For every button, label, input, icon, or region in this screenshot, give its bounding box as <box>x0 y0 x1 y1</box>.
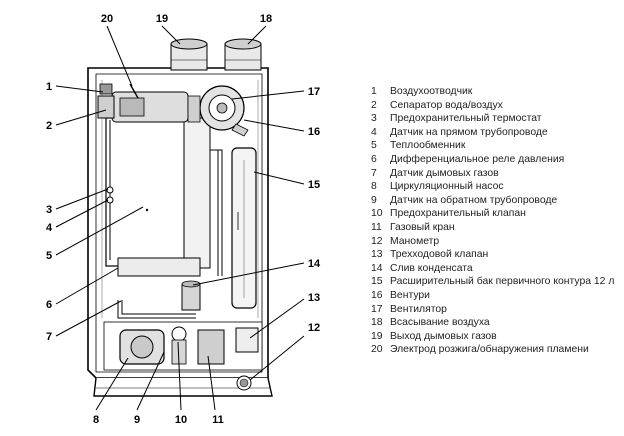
legend-number: 9 <box>371 194 377 206</box>
legend-text: Манометр <box>390 235 440 247</box>
callout-11: 11 <box>212 414 224 426</box>
legend-item: 6 Дифференциальное реле давления <box>371 153 621 167</box>
legend-number: 3 <box>371 113 377 125</box>
legend-item: 13 Трехходовой клапан <box>371 248 621 262</box>
legend-text: Циркуляционный насос <box>390 181 504 193</box>
legend-number: 15 <box>371 276 383 288</box>
legend-number: 1 <box>371 86 377 97</box>
legend-item: 16 Вентури <box>371 289 621 303</box>
legend-number: 12 <box>371 235 383 247</box>
legend-item: 14 Слив конденсата <box>371 262 621 276</box>
legend-item: 3 Предохранительный термостат <box>371 112 621 126</box>
legend-number: 20 <box>371 344 383 356</box>
condensate-drain <box>181 280 201 311</box>
legend-text: Предохранительный термостат <box>390 113 542 125</box>
legend-item: 15 Расширительный бак первичного контура … <box>371 275 621 289</box>
callout-4: 4 <box>46 222 53 234</box>
callout-19: 19 <box>156 13 168 25</box>
callout-18: 18 <box>260 13 272 25</box>
burner-assembly <box>97 83 189 123</box>
legend-number: 17 <box>371 303 383 315</box>
legend-item: 2 Сепаратор вода/воздух <box>371 99 621 113</box>
legend-item: 5 Теплообменник <box>371 139 621 153</box>
legend-number: 5 <box>371 140 377 152</box>
legend-text: Выход дымовых газов <box>390 330 497 342</box>
legend-number: 8 <box>371 181 377 193</box>
legend-number: 19 <box>371 330 383 342</box>
legend-text: Трехходовой клапан <box>390 249 489 261</box>
legend-text: Слив конденсата <box>390 262 473 274</box>
callout-10: 10 <box>175 414 187 426</box>
legend-text: Газовый кран <box>390 221 455 233</box>
legend-text: Сепаратор вода/воздух <box>390 99 503 111</box>
legend-number: 13 <box>371 249 383 261</box>
expansion-vessel <box>231 147 257 309</box>
legend-item: 17 Вентилятор <box>371 303 621 317</box>
callout-1: 1 <box>46 81 52 93</box>
legend-text: Вентилятор <box>390 303 447 315</box>
legend-text: Датчик дымовых газов <box>390 167 499 179</box>
legend-item: 10 Предохранительный клапан <box>371 207 621 221</box>
legend-text: Электрод розжига/обнаружения пламени <box>390 344 589 356</box>
callout-5: 5 <box>46 250 52 262</box>
callout-3: 3 <box>46 204 52 216</box>
air-intake <box>224 38 262 71</box>
callout-15: 15 <box>308 179 320 191</box>
heat-exchanger <box>105 111 211 269</box>
legend-item: 11 Газовый кран <box>371 221 621 235</box>
callout-6: 6 <box>46 299 52 311</box>
legend-number: 4 <box>371 126 377 138</box>
legend-item: 1 Воздухоотводчик <box>371 85 621 99</box>
legend-text: Датчик на прямом трубопроводе <box>390 126 548 138</box>
legend-text: Воздухоотводчик <box>390 86 473 97</box>
legend-text: Расширительный бак первичного контура 12… <box>390 276 615 288</box>
legend-number: 6 <box>371 153 377 165</box>
legend-number: 11 <box>371 221 382 233</box>
legend-item: 9 Датчик на обратном трубопроводе <box>371 194 621 208</box>
legend-item: 12 Манометр <box>371 235 621 249</box>
legend-number: 14 <box>371 262 383 274</box>
callout-9: 9 <box>134 414 140 426</box>
legend-item: 20 Электрод розжига/обнаружения пламени <box>371 343 621 357</box>
legend-text: Всасывание воздуха <box>390 317 490 329</box>
callouts: 1 2 3 4 5 6 7 8 9 10 11 12 13 14 15 16 1… <box>46 13 321 426</box>
legend-text: Вентури <box>390 289 430 301</box>
callout-17: 17 <box>308 86 320 98</box>
leader-lines <box>55 25 305 411</box>
callout-2: 2 <box>46 120 52 132</box>
legend-text: Дифференциальное реле давления <box>390 153 565 165</box>
legend-number: 7 <box>371 167 377 179</box>
legend-number: 10 <box>371 208 383 220</box>
fan-venturi <box>187 85 249 137</box>
callout-7: 7 <box>46 331 52 343</box>
callout-13: 13 <box>308 292 320 304</box>
legend-item: 4 Датчик на прямом трубопроводе <box>371 126 621 140</box>
legend-item: 7 Датчик дымовых газов <box>371 167 621 181</box>
legend-number: 16 <box>371 289 383 301</box>
legend-text: Датчик на обратном трубопроводе <box>390 194 558 206</box>
legend-number: 2 <box>371 99 377 111</box>
legend-number: 18 <box>371 317 383 329</box>
callout-16: 16 <box>308 126 320 138</box>
callout-14: 14 <box>308 258 321 270</box>
callout-12: 12 <box>308 322 320 334</box>
legend-item: 19 Выход дымовых газов <box>371 330 621 344</box>
legend-item: 18 Всасывание воздуха <box>371 316 621 330</box>
flue-gas-outlet <box>170 38 208 71</box>
legend-item: 8 Циркуляционный насос <box>371 180 621 194</box>
legend-text: Предохранительный клапан <box>390 208 526 220</box>
hydraulic-group <box>103 321 263 391</box>
callout-20: 20 <box>101 13 113 25</box>
legend-text: Теплообменник <box>390 140 466 152</box>
callout-8: 8 <box>93 414 99 426</box>
pipework <box>105 120 223 319</box>
